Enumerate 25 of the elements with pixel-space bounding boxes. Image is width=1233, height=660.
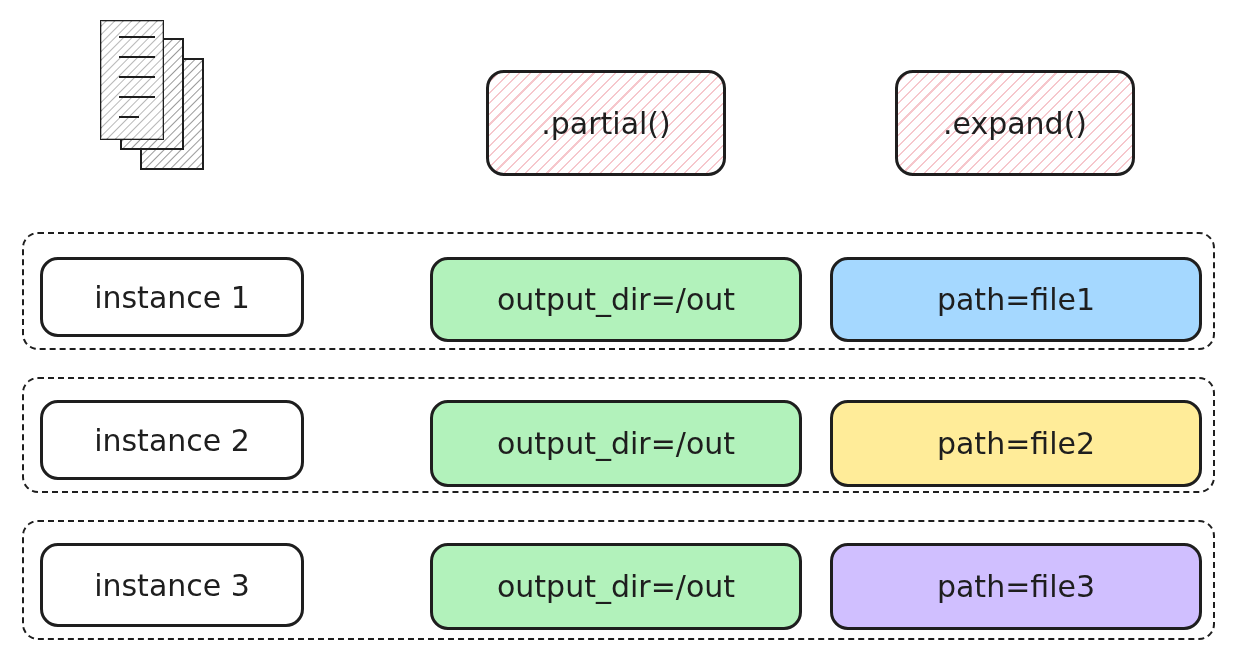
box-label: output_dir=/out: [496, 569, 735, 604]
box-label: path=file3: [936, 569, 1096, 604]
box-label: path=file2: [936, 426, 1096, 461]
parameter-box: [830, 257, 1202, 342]
box-label: output_dir=/out: [496, 282, 735, 317]
parameter-box: [430, 400, 802, 487]
parameter-box: [830, 543, 1202, 630]
box-label: instance 2: [94, 422, 250, 458]
box-label: .expand(): [942, 105, 1088, 141]
parameter-box: [40, 543, 304, 627]
parameter-box: [40, 400, 304, 480]
dashed-group-frame: [22, 377, 1215, 493]
box-label: output_dir=/out: [496, 426, 735, 461]
box-label: .partial(): [541, 105, 671, 141]
dashed-group-frame: [22, 520, 1215, 640]
dashed-group-frame: [22, 232, 1215, 350]
parameter-box: [430, 257, 802, 342]
parameter-box: [40, 257, 304, 337]
method-box: [895, 70, 1135, 176]
parameter-box: [830, 400, 1202, 487]
box-label: path=file1: [936, 282, 1096, 317]
box-label: instance 1: [94, 279, 250, 315]
method-box: [486, 70, 726, 176]
box-label: instance 3: [94, 567, 250, 603]
parameter-box: [430, 543, 802, 630]
